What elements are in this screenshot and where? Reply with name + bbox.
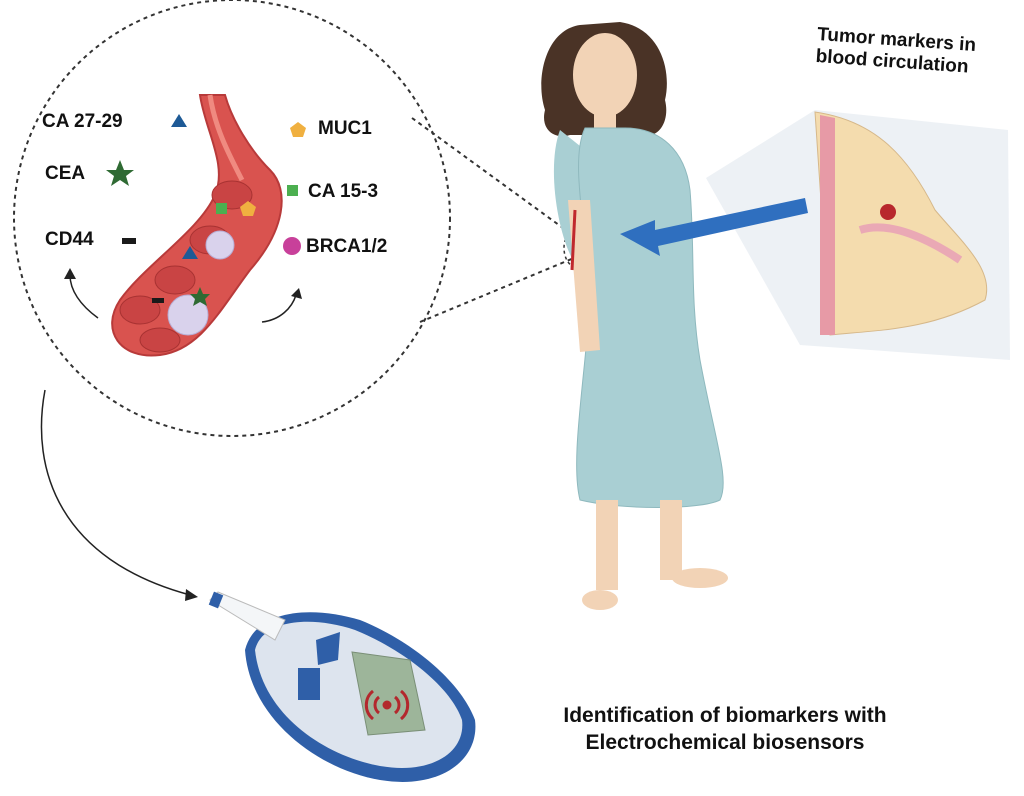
blue-arrow-icon	[620, 198, 808, 256]
pentagon-marker-icon	[290, 122, 306, 137]
star-marker-icon	[106, 160, 134, 186]
biomarker-label: CA 27-29	[42, 111, 123, 132]
biosensor-meter-icon	[208, 591, 476, 782]
curved-arrow-left	[69, 274, 99, 319]
curved-arrow-right	[261, 294, 297, 323]
biomarker-label: MUC1	[318, 118, 372, 139]
breast-inset-icon	[706, 110, 1010, 360]
connector-line-bottom	[419, 257, 575, 323]
signal-icon	[364, 689, 410, 721]
biomarker-label: CA 15-3	[308, 181, 379, 202]
connector-line-top	[411, 117, 575, 237]
blood-vessel-icon	[111, 94, 283, 357]
biomarker-label: CEA	[45, 163, 86, 184]
patient-figure-icon	[541, 22, 728, 610]
circle-marker-icon	[283, 237, 301, 255]
bar-marker-icon	[122, 238, 136, 244]
arrow-to-meter	[40, 389, 191, 596]
caption-line-1: Identification of biomarkers with	[563, 704, 887, 727]
biomarker-label: CD44	[45, 229, 94, 250]
figure-caption: Identification of biomarkers with Electr…	[510, 702, 940, 756]
magnifier-circle	[13, 0, 451, 437]
biomarker-label: BRCA1/2	[306, 236, 388, 257]
caption-line-2: Electrochemical biosensors	[585, 731, 865, 754]
square-marker-icon	[287, 185, 298, 196]
triangle-marker-icon	[171, 114, 187, 127]
